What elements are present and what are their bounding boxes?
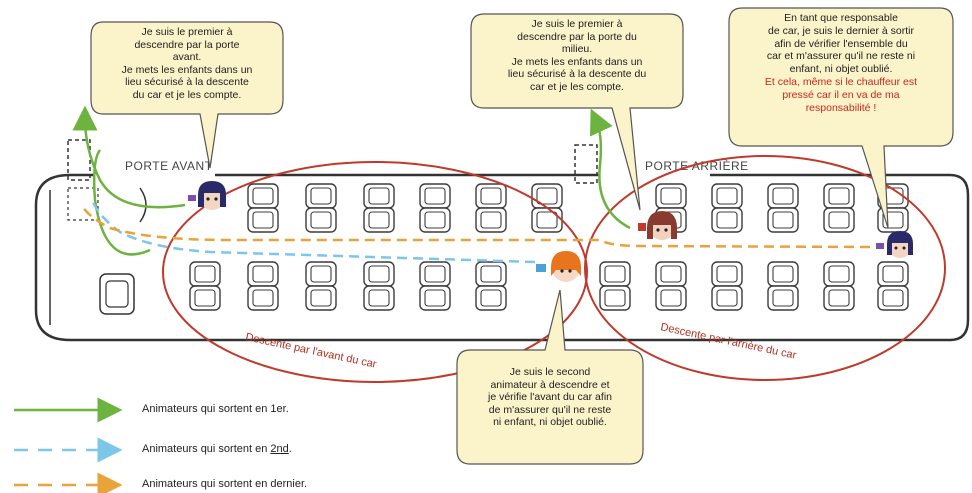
bus-seat xyxy=(823,183,855,209)
bus-seat xyxy=(711,183,743,209)
bubble-front-line: avant. xyxy=(172,51,202,63)
bus-seat xyxy=(767,261,799,287)
bus-seat xyxy=(767,183,799,209)
bubble-rear-line: enfant, ni objet oublié. xyxy=(789,63,893,76)
front-door-label: PORTE AVANT xyxy=(125,159,213,173)
animator-rear-avatar xyxy=(876,231,913,258)
bubble-rear-warning-line: pressé car il en va de ma xyxy=(782,88,900,101)
bubble-second-text: Je suis le second animateur à descendre … xyxy=(462,366,638,429)
bus-seat xyxy=(363,207,395,233)
bubble-middle-line: lieu sécurisé à la descente du xyxy=(507,68,647,80)
bus-seat xyxy=(305,285,337,311)
bus-seat xyxy=(531,183,563,209)
legend-first-label: Animateurs qui sortent en 1er. xyxy=(142,403,289,415)
bus-seat xyxy=(475,183,507,209)
bus-seat xyxy=(655,183,687,209)
bus-seat xyxy=(823,261,855,287)
bubble-rear-line: En tant que responsable xyxy=(784,12,898,24)
bus-seat xyxy=(419,183,451,209)
cyan-path-second xyxy=(90,199,536,264)
legend-second-word: 2nd xyxy=(270,443,289,455)
legend-second-label: Animateurs qui sortent en 2nd. xyxy=(142,443,292,455)
bus-seat xyxy=(363,285,395,311)
bubble-rear-line: car et m'assurer qu'il ne reste ni xyxy=(766,50,916,63)
bus-seat xyxy=(767,285,799,311)
bus-seat xyxy=(877,261,909,287)
rear-door-label: PORTE ARRIÈRE xyxy=(645,158,749,173)
bus-seat xyxy=(247,261,279,287)
bubble-rear-warning-line: Et cela, même si le chauffeur est xyxy=(764,75,918,88)
bubble-middle-line: milieu. xyxy=(561,43,593,55)
orange-path-last xyxy=(80,205,871,249)
green-path-rear xyxy=(589,108,631,230)
bubble-rear-line: de car, je suis le dernier à sortir xyxy=(768,24,914,37)
green-path-front xyxy=(72,105,186,209)
rear-zone-ellipse xyxy=(584,155,946,381)
bubble-second-line: ni enfant, ni objet oublié. xyxy=(493,416,607,428)
seat-grid xyxy=(189,183,909,311)
bus-seat xyxy=(475,285,507,311)
bubble-middle-line: descendre par la porte du xyxy=(517,30,637,43)
bubble-rear-warning-line: responsabilité ! xyxy=(805,101,877,114)
bubble-second-line: je vérifie l'avant du car afin xyxy=(488,391,612,403)
bus-seat xyxy=(363,183,395,209)
bus-seat xyxy=(419,285,451,311)
legend-last-label: Animateurs qui sortent en dernier. xyxy=(142,478,308,490)
bubble-rear-line: afin de vérifier l'ensemble du xyxy=(774,37,908,50)
legend-second-suffix: . xyxy=(288,443,292,455)
bus-seat xyxy=(599,261,631,287)
bus-seat xyxy=(655,261,687,287)
bubble-middle xyxy=(470,13,684,211)
bus-seat xyxy=(655,285,687,311)
bus-seat xyxy=(599,285,631,311)
bubble-rear-text: En tant que responsable de car, je suis … xyxy=(734,12,948,114)
bus-seat xyxy=(247,285,279,311)
animator-second-avatar xyxy=(536,251,581,282)
legend-second-prefix: Animateurs qui sortent en xyxy=(142,443,271,455)
bus-seat xyxy=(247,183,279,209)
exit-paths xyxy=(72,105,871,264)
bus-seat xyxy=(305,207,337,233)
bus-seat xyxy=(419,261,451,287)
bubble-front-line: du car et je les compte. xyxy=(132,88,242,101)
bus-seat xyxy=(711,285,743,311)
bubble-second-line: de m'assurer qu'il ne reste xyxy=(488,403,612,416)
bus-seat xyxy=(711,261,743,287)
bubble-middle-line: Je suis le premier à xyxy=(531,18,623,30)
bubble-front-line: Je mets les enfants dans un xyxy=(121,63,253,76)
bus-seat xyxy=(305,183,337,209)
bubble-second-line: animateur à descendre et xyxy=(490,378,610,391)
bubble-middle-line: car et je les compte. xyxy=(530,80,624,93)
bus-seat xyxy=(823,207,855,233)
front-zone-ellipse xyxy=(162,161,588,383)
bubble-front-line: Je suis le premier à xyxy=(141,26,233,38)
bus-seat xyxy=(531,207,563,233)
bubble-rear xyxy=(728,7,954,229)
animator-middle-avatar xyxy=(638,211,678,240)
bus-seat xyxy=(767,207,799,233)
bubble-middle-text: Je suis le premier à descendre par la po… xyxy=(476,18,678,93)
bubble-second-line: Je suis le second xyxy=(509,366,591,378)
bus-seat xyxy=(247,207,279,233)
bus-seat xyxy=(419,207,451,233)
bus-seat xyxy=(711,207,743,233)
bubble-middle-line: Je mets les enfants dans un xyxy=(511,55,643,68)
bus-seat xyxy=(475,207,507,233)
bubble-second xyxy=(456,289,644,465)
bus-seat xyxy=(877,285,909,311)
bubble-front xyxy=(90,21,284,169)
animator-front-avatar xyxy=(188,181,226,210)
bus-seat xyxy=(363,261,395,287)
bubble-front-text: Je suis le premier à descendre par la po… xyxy=(96,26,278,101)
bubble-front-line: lieu sécurisé à la descente xyxy=(125,76,249,88)
bus-seat xyxy=(475,261,507,287)
bus-seat xyxy=(189,285,221,311)
bus-seat xyxy=(305,261,337,287)
legend-arrows xyxy=(14,397,123,493)
bus-seat xyxy=(823,285,855,311)
bubble-front-line: descendre par la porte xyxy=(134,38,240,51)
bus-seat xyxy=(189,261,221,287)
